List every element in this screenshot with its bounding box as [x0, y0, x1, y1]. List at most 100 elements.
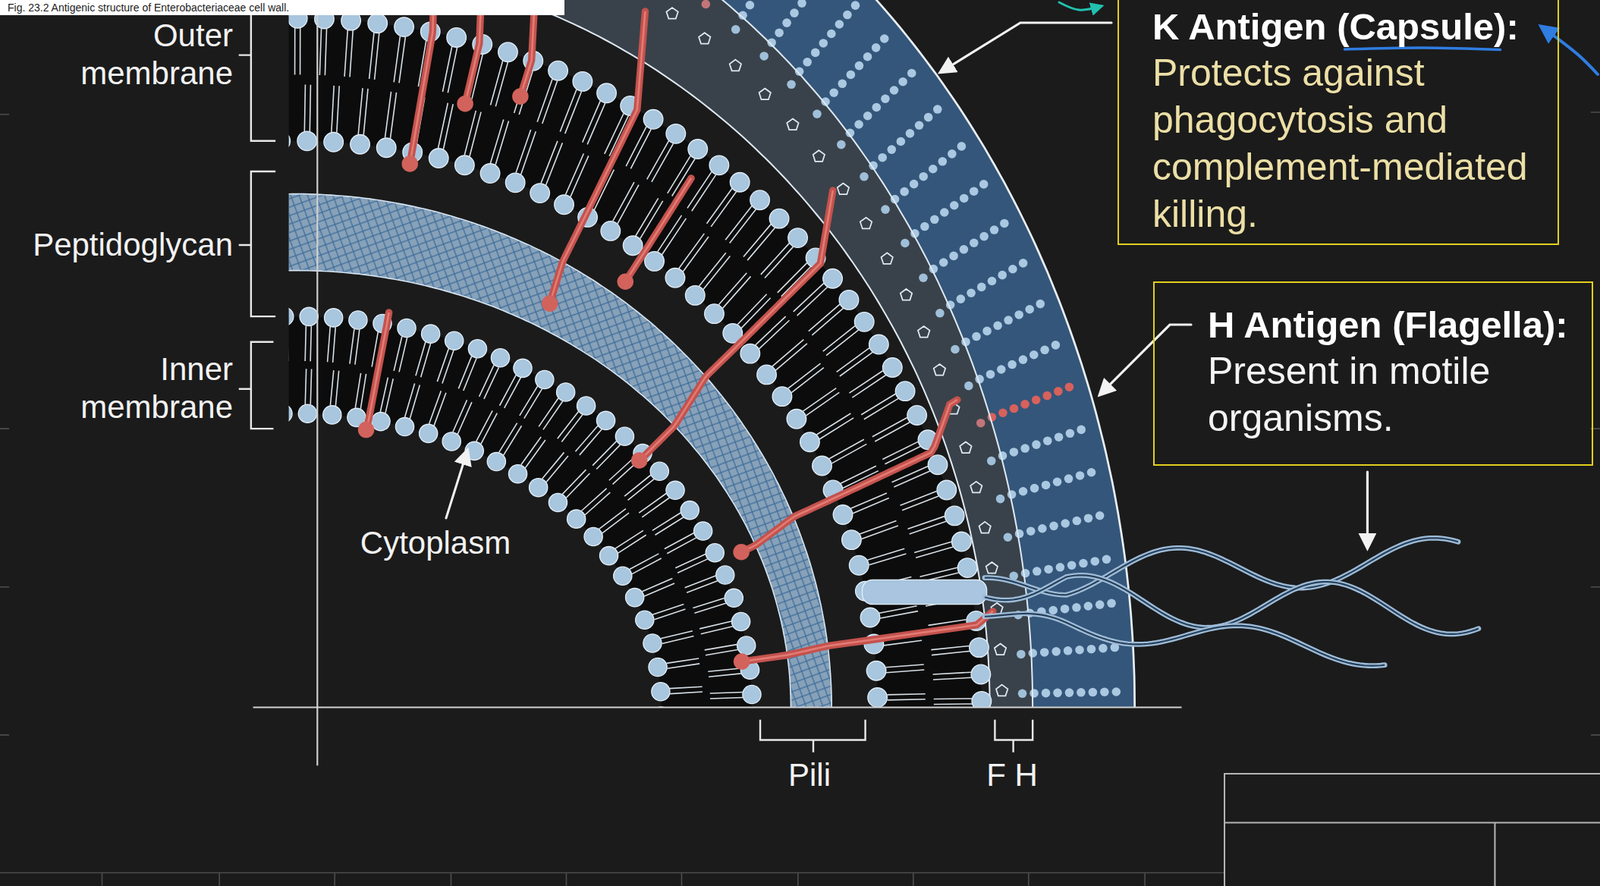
- sugar-bead: [1029, 350, 1039, 360]
- sugar-bead: [949, 201, 959, 211]
- lipid-head: [969, 638, 990, 658]
- hand-underline: [1344, 47, 1500, 51]
- sugar-bead: [1051, 647, 1061, 657]
- lipid-head: [445, 331, 464, 350]
- flagellum: [862, 537, 1479, 666]
- lipid-head: [839, 290, 859, 311]
- sugar-bead: [928, 164, 938, 174]
- sugar-bead: [1071, 603, 1082, 613]
- sugar-bead: [802, 57, 812, 67]
- box-body: Present in motile organisms.: [1207, 347, 1582, 442]
- pilus-highlight: [550, 11, 646, 304]
- lipid-head: [732, 612, 751, 631]
- sugar-bead: [886, 144, 896, 155]
- protein-knob: [617, 273, 635, 290]
- label-anchor: Outer membrane: [50, 16, 233, 93]
- sugar-bead: [1051, 340, 1061, 350]
- lipid-head: [421, 324, 441, 343]
- lipid-head: [666, 124, 686, 145]
- lipid-head: [635, 610, 654, 629]
- sugar-bead: [1053, 688, 1063, 698]
- flagellum-filament: [984, 537, 1459, 595]
- lipid-head: [298, 404, 317, 423]
- lipid-head: [936, 480, 957, 500]
- sugar-bead: [1075, 471, 1085, 481]
- pilus-highlight: [366, 312, 390, 431]
- flagellar-basal-body: [862, 579, 988, 604]
- sugar-bead: [1090, 556, 1100, 566]
- caption-strip: Fig. 23.2 Antigenic structure of Enterob…: [0, 0, 565, 16]
- sugar-bead: [982, 326, 992, 337]
- sugar-bead: [1003, 315, 1013, 325]
- lipid-head: [650, 462, 669, 481]
- sugar-bead: [1026, 526, 1036, 536]
- sugar-bead: [1060, 518, 1070, 529]
- sugar-bead: [1106, 599, 1116, 609]
- sugar-bead: [969, 238, 979, 248]
- lipid-head: [324, 308, 343, 327]
- sugar-bead: [971, 332, 981, 342]
- sugar-bead: [1112, 687, 1122, 697]
- leader-arrow: [1100, 324, 1192, 395]
- lipid-head: [907, 405, 928, 426]
- sugar-bead: [1100, 687, 1110, 697]
- sugar-bead: [979, 232, 989, 242]
- sugar-bead: [782, 18, 792, 28]
- lipid-head: [596, 411, 615, 430]
- sugar-bead: [1049, 521, 1059, 532]
- pilus-rod: [409, 0, 435, 164]
- sugar-bead: [1014, 310, 1024, 320]
- sugar-bead: [939, 257, 949, 268]
- lipid-head: [289, 404, 293, 423]
- sugar-bead: [1020, 399, 1030, 409]
- sugar-bead: [920, 222, 930, 232]
- sugar-bead: [1054, 432, 1064, 442]
- box-heading: H Antigen (Flagella):: [1207, 302, 1582, 348]
- sugar-bead: [842, 10, 852, 20]
- lipid-head: [376, 138, 397, 158]
- sugar-bead: [1024, 304, 1035, 315]
- sugar-bead: [1102, 555, 1112, 565]
- pilus-highlight: [741, 399, 958, 553]
- lipid-head: [289, 307, 294, 326]
- sugar-bead: [1018, 355, 1028, 365]
- sugar-bead: [1065, 382, 1075, 392]
- lipid-head: [428, 148, 449, 169]
- sugar-bead: [896, 137, 906, 147]
- lipid-head: [869, 334, 890, 355]
- sugar-bead: [1065, 429, 1076, 439]
- sugar-bead: [1053, 386, 1063, 397]
- lipid-head: [694, 521, 713, 541]
- pilus-highlight: [465, 0, 506, 104]
- sugar-bead: [1040, 647, 1050, 657]
- protein-knob: [402, 155, 419, 173]
- lipid-head: [737, 636, 756, 655]
- sugar-bead: [924, 113, 934, 123]
- pilus-rod: [625, 178, 692, 282]
- lps-core-band: [289, 0, 1034, 708]
- lipid-head: [567, 509, 586, 529]
- lipid-head: [842, 530, 862, 551]
- title-block: [1224, 773, 1600, 886]
- frame-ticks: [0, 112, 1600, 886]
- lipid-head: [350, 134, 371, 155]
- label-anchor: F H: [986, 756, 1038, 795]
- lipid-head: [480, 163, 500, 184]
- sugar-bead: [1043, 436, 1053, 446]
- lipid-head: [323, 405, 342, 425]
- sugar-bead: [877, 153, 887, 163]
- surface-proteins: [358, 0, 994, 670]
- sugar-bead: [969, 186, 979, 196]
- lipid-head: [772, 386, 793, 407]
- sugar-bead: [745, 0, 755, 10]
- label-brackets: [238, 0, 1033, 753]
- sugar-bead: [1041, 688, 1051, 698]
- sugar-bead: [1084, 601, 1094, 611]
- sugar-bead: [863, 111, 873, 121]
- inner-membrane-bilayer: [289, 307, 761, 708]
- sugar-bead: [1008, 264, 1018, 274]
- lipid-head: [666, 480, 685, 500]
- part-label: Inner membrane: [50, 350, 233, 427]
- lipid-head: [705, 543, 724, 563]
- sugar-bead: [863, 52, 873, 62]
